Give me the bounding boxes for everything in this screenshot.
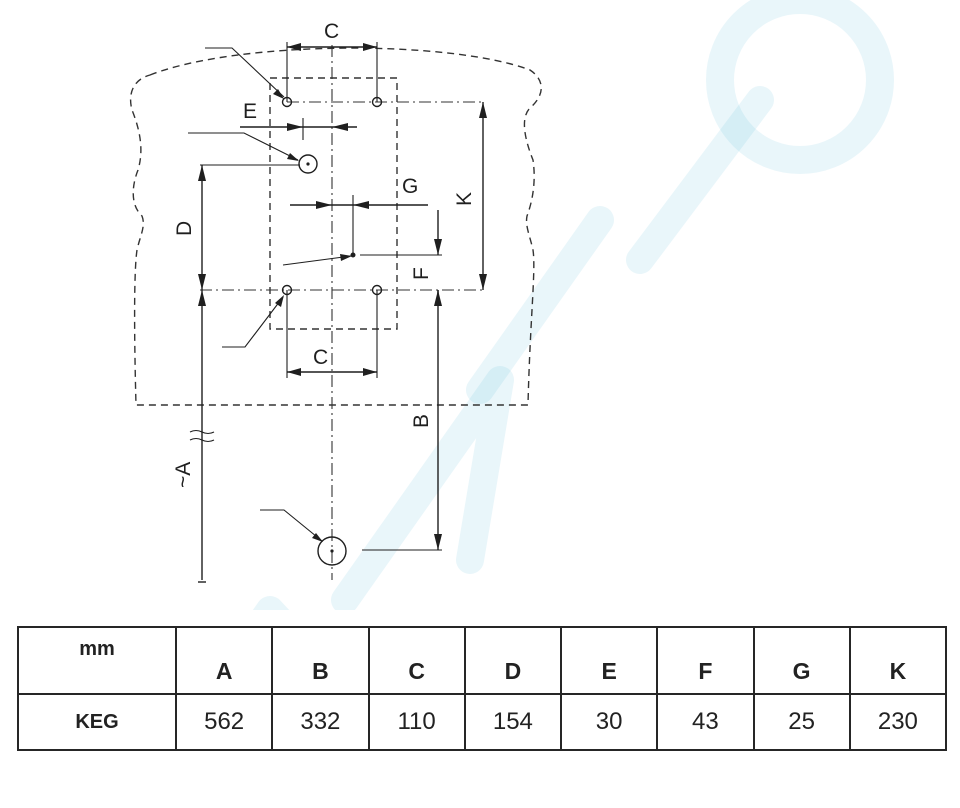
label-f: F: [410, 267, 433, 280]
value-g: 25: [752, 693, 851, 751]
column-header-a: A: [174, 626, 274, 695]
column-header-g: G: [752, 626, 851, 695]
installation-diagram: C C E G D K F B ~A: [129, 0, 894, 610]
column-header-k: K: [848, 626, 948, 695]
value-c: 110: [367, 693, 466, 751]
table-row: KEG 562 332 110 154 30 43 25 230: [17, 693, 948, 751]
label-b: B: [410, 414, 433, 428]
label-d: D: [173, 221, 196, 236]
column-header-b: B: [271, 626, 370, 695]
label-a: ~A: [172, 462, 195, 488]
watermark: [252, 0, 894, 610]
label-c-top: C: [324, 20, 339, 43]
mounting-plate: [269, 77, 398, 330]
label-e: E: [243, 100, 257, 123]
leader-lines: [188, 47, 352, 542]
tank-outline: [129, 47, 542, 406]
column-header-f: F: [656, 626, 755, 695]
column-header-e: E: [559, 626, 659, 695]
inlet-connection: [298, 154, 318, 174]
label-c-bottom: C: [313, 346, 328, 369]
label-k: K: [453, 192, 476, 206]
row-label: KEG: [17, 693, 177, 751]
value-f: 43: [656, 693, 755, 751]
column-header-d: D: [463, 626, 563, 695]
column-header-c: C: [367, 626, 466, 695]
mounting-holes: [281, 96, 383, 296]
value-a: 562: [174, 693, 274, 751]
table-header-row: mm A B C D E F G K: [17, 626, 948, 695]
label-g: G: [402, 175, 418, 198]
dimensions-table: mm A B C D E F G K KEG 562 332 110 154 3…: [17, 626, 948, 751]
value-k: 230: [848, 693, 948, 751]
value-d: 154: [463, 693, 563, 751]
value-e: 30: [559, 693, 659, 751]
drain-connection: [317, 536, 347, 566]
value-b: 332: [271, 693, 370, 751]
unit-header: mm: [17, 626, 177, 695]
